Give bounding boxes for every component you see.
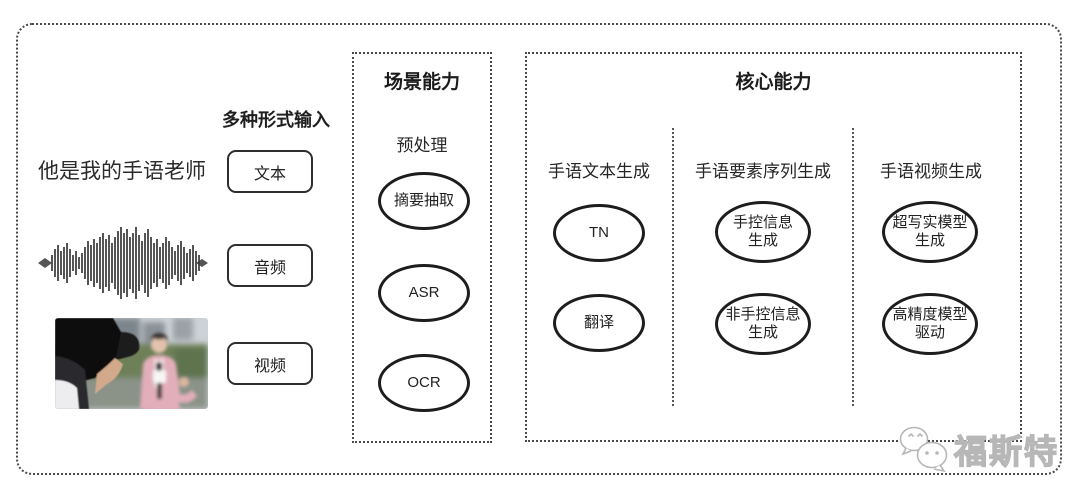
- node-label-line1: 手控信息: [732, 214, 793, 231]
- column-header-sign-text: 手语文本生成: [548, 162, 650, 181]
- column-header-sign-video: 手语视频生成: [880, 162, 982, 181]
- node-high-precision-model-driving: 高精度模型 驱动: [882, 293, 978, 355]
- node-label-line1: 高精度模型: [892, 306, 968, 323]
- node-label-line2: 生成: [747, 232, 778, 249]
- watermark-text: 福斯特: [953, 432, 1059, 470]
- reporter-figure: [140, 332, 197, 409]
- node-label: 摘要抽取: [393, 192, 454, 209]
- core-capability-box: [525, 52, 1022, 442]
- node-tn: TN: [553, 204, 645, 262]
- column-separator-1: [672, 128, 674, 406]
- node-label: TN: [589, 224, 609, 241]
- wechat-icon: [899, 426, 948, 473]
- input-type-box-text: 文本: [227, 150, 313, 193]
- node-label-line2: 生成: [914, 232, 945, 249]
- node-label-line2: 驱动: [914, 324, 945, 341]
- input-section-heading: 多种形式输入: [222, 110, 330, 130]
- node-ocr: OCR: [378, 354, 470, 412]
- node-asr: ASR: [378, 264, 470, 322]
- outer-dotted-border: [16, 23, 1062, 475]
- scene-capability-box: [352, 52, 492, 443]
- scene-box-title: 场景能力: [383, 72, 460, 93]
- node-label-line1: 非手控信息: [725, 306, 801, 323]
- sample-sentence-text: 他是我的手语老师: [38, 160, 206, 183]
- node-manual-info-generation: 手控信息 生成: [715, 201, 811, 263]
- input-type-label: 音频: [253, 259, 286, 277]
- node-summary-extraction: 摘要抽取: [378, 172, 470, 230]
- video-thumbnail-image: [55, 318, 208, 409]
- input-type-label: 视频: [253, 357, 286, 375]
- node-label-line1: 超写实模型: [892, 214, 968, 231]
- audio-waveform-icon: [38, 227, 208, 299]
- node-non-manual-info-generation: 非手控信息 生成: [715, 293, 811, 355]
- node-label: 翻译: [583, 314, 614, 331]
- node-translation: 翻译: [553, 294, 645, 352]
- column-separator-2: [852, 128, 854, 406]
- input-type-box-audio: 音频: [227, 244, 313, 287]
- node-label-line2: 生成: [747, 324, 778, 341]
- input-type-label: 文本: [253, 165, 286, 183]
- column-header-sign-elements: 手语要素序列生成: [695, 162, 831, 181]
- input-type-box-video: 视频: [227, 342, 313, 385]
- watermark: 福斯特: [897, 424, 1059, 474]
- scene-box-subtitle: 预处理: [396, 136, 448, 155]
- node-label: ASR: [408, 284, 440, 301]
- cameraman-figure: [55, 318, 140, 409]
- node-label: OCR: [407, 374, 441, 391]
- node-hyperrealistic-model-generation: 超写实模型 生成: [882, 201, 978, 263]
- core-box-title: 核心能力: [735, 72, 812, 93]
